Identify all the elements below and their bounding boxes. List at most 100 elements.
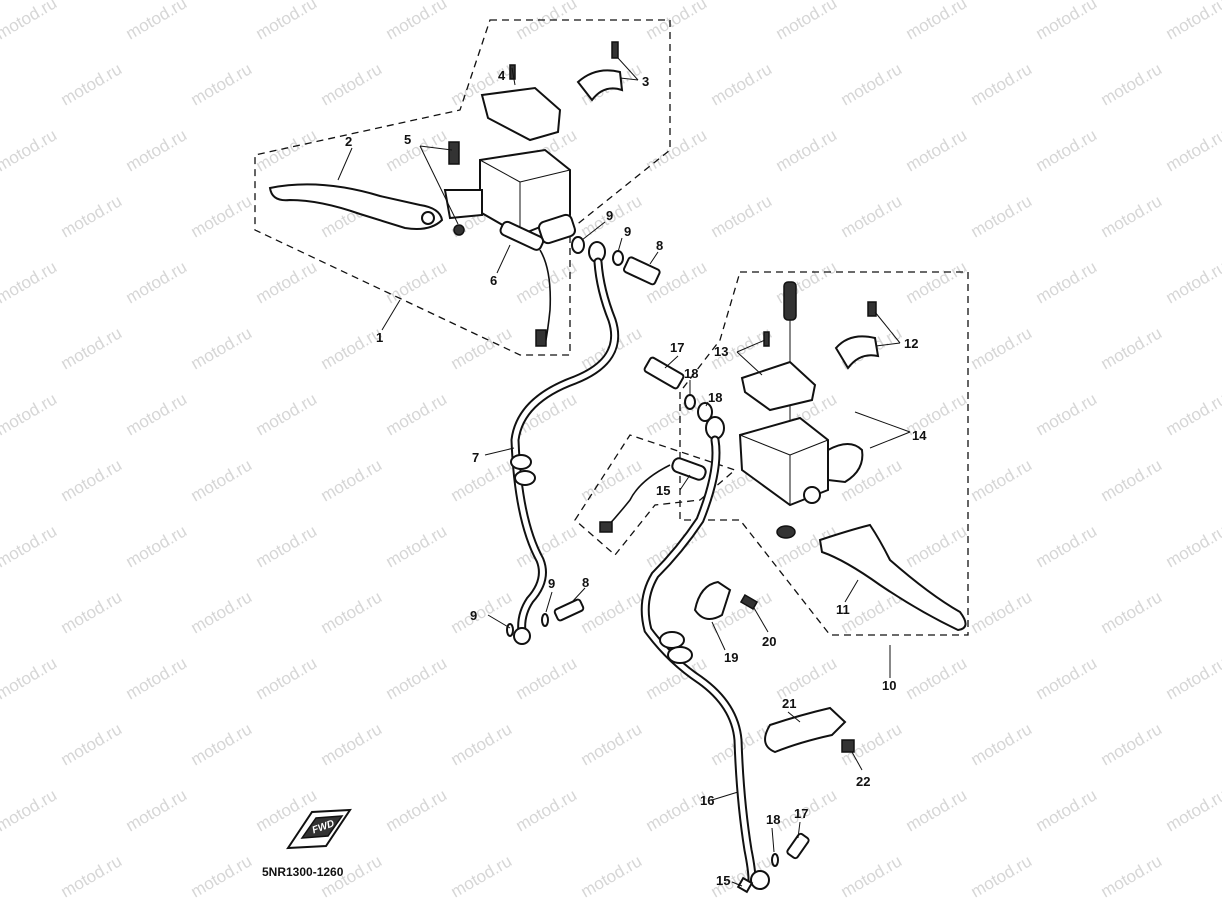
pivot-bolt-right bbox=[783, 281, 797, 321]
watermark-text: motod.ru bbox=[1098, 59, 1166, 109]
watermark-text: motod.ru bbox=[318, 719, 386, 769]
cover-screw-right bbox=[763, 331, 770, 347]
watermark-text: motod.ru bbox=[903, 0, 971, 43]
callout-c2: 2 bbox=[345, 134, 352, 149]
pivot-bolt-left bbox=[448, 141, 460, 165]
pivot-nut-left bbox=[453, 224, 465, 236]
watermark-text: motod.ru bbox=[1033, 653, 1101, 703]
watermark-text: motod.ru bbox=[188, 455, 256, 505]
washer-18-upper-a bbox=[684, 394, 696, 410]
watermark-text: motod.ru bbox=[903, 653, 971, 703]
watermark-text: motod.ru bbox=[188, 59, 256, 109]
watermark-text: motod.ru bbox=[383, 0, 451, 43]
watermark-text: motod.ru bbox=[383, 521, 451, 571]
watermark-text: motod.ru bbox=[1163, 0, 1222, 43]
brake-switch-right bbox=[671, 457, 707, 481]
watermark-text: motod.ru bbox=[903, 125, 971, 175]
watermark-text: motod.ru bbox=[968, 851, 1036, 901]
clamp-left bbox=[576, 69, 624, 102]
screw-20 bbox=[739, 594, 759, 610]
watermark-text: motod.ru bbox=[1033, 125, 1101, 175]
watermark-text: motod.ru bbox=[448, 851, 516, 901]
watermark-text: motod.ru bbox=[123, 257, 191, 307]
callout-c18c: 18 bbox=[766, 812, 780, 827]
lever-right bbox=[818, 523, 967, 632]
watermark-text: motod.ru bbox=[968, 719, 1036, 769]
watermark-text: motod.ru bbox=[383, 257, 451, 307]
watermark-text: motod.ru bbox=[773, 0, 841, 43]
callout-c15a: 15 bbox=[656, 483, 670, 498]
watermark-text: motod.ru bbox=[773, 125, 841, 175]
assembly-10-boundary bbox=[679, 271, 969, 636]
watermark-text: motod.ru bbox=[838, 851, 906, 901]
washer-9-upper-a bbox=[571, 236, 585, 254]
watermark-text: motod.ru bbox=[318, 455, 386, 505]
callout-c1: 1 bbox=[376, 330, 383, 345]
watermark-text: motod.ru bbox=[1033, 257, 1101, 307]
hose-guide-21 bbox=[764, 706, 847, 754]
watermark-text: motod.ru bbox=[0, 389, 60, 439]
diagram-code: 5NR1300-1260 bbox=[262, 865, 344, 879]
watermark-text: motod.ru bbox=[1098, 587, 1166, 637]
callout-c18a: 18 bbox=[684, 366, 698, 381]
watermark-text: motod.ru bbox=[1033, 521, 1101, 571]
master-cylinder-left bbox=[268, 41, 624, 347]
watermark-text: motod.ru bbox=[0, 257, 60, 307]
washer-15-lower bbox=[736, 876, 754, 894]
watermark-text: motod.ru bbox=[1163, 389, 1222, 439]
callout-c11: 11 bbox=[836, 602, 850, 617]
brake-switch-left bbox=[499, 220, 545, 251]
watermark-text: motod.ru bbox=[513, 785, 581, 835]
hose-grommet-c bbox=[659, 631, 685, 649]
watermark-text: motod.ru bbox=[58, 191, 126, 241]
master-cylinder-body-right bbox=[738, 416, 829, 507]
watermark-text: motod.ru bbox=[903, 521, 971, 571]
watermark-text: motod.ru bbox=[0, 653, 60, 703]
watermark-text: motod.ru bbox=[1163, 521, 1222, 571]
reservoir-cover-right bbox=[740, 360, 817, 412]
callout-c8b: 8 bbox=[582, 575, 589, 590]
leader-lines bbox=[337, 57, 911, 887]
banjo-fitting-lower bbox=[513, 627, 531, 645]
watermark-text: motod.ru bbox=[58, 323, 126, 373]
forward-direction-badge: FWD bbox=[286, 808, 352, 850]
brake-hose-7 bbox=[510, 257, 620, 637]
watermark-text: motod.ru bbox=[123, 785, 191, 835]
watermark-text: motod.ru bbox=[578, 455, 646, 505]
watermark-text: motod.ru bbox=[188, 851, 256, 901]
washer-18-upper-b bbox=[697, 402, 713, 422]
watermark-text: motod.ru bbox=[513, 653, 581, 703]
watermark-text: motod.ru bbox=[318, 59, 386, 109]
switch-connector-left bbox=[535, 329, 547, 347]
union-bolt-8-lower bbox=[553, 598, 585, 622]
watermark-text: motod.ru bbox=[58, 587, 126, 637]
watermark-text: motod.ru bbox=[318, 587, 386, 637]
callout-c14: 14 bbox=[912, 428, 927, 443]
watermark-text: motod.ru bbox=[383, 653, 451, 703]
callout-c10: 10 bbox=[882, 678, 896, 693]
callout-labels: 1234567889999101112131415151617171818181… bbox=[345, 68, 927, 888]
union-bolt-8-upper bbox=[623, 256, 661, 286]
watermark-text: motod.ru bbox=[448, 587, 516, 637]
watermark-text: motod.ru bbox=[968, 191, 1036, 241]
pivot-nut-right bbox=[776, 525, 796, 539]
watermark-text: motod.ru bbox=[1098, 851, 1166, 901]
callout-c18b: 18 bbox=[708, 390, 722, 405]
callout-c9b: 9 bbox=[624, 224, 631, 239]
lever-left bbox=[268, 183, 444, 230]
watermark-text: motod.ru bbox=[1163, 785, 1222, 835]
watermark-text: motod.ru bbox=[578, 719, 646, 769]
watermark-text: motod.ru bbox=[253, 125, 321, 175]
watermark-text: motod.ru bbox=[708, 59, 776, 109]
watermark-text: motod.ru bbox=[643, 125, 711, 175]
callout-c8a: 8 bbox=[656, 238, 663, 253]
watermark-text: motod.ru bbox=[383, 785, 451, 835]
watermark-text: motod.ru bbox=[1163, 257, 1222, 307]
callout-c17a: 17 bbox=[670, 340, 684, 355]
watermark-text: motod.ru bbox=[968, 587, 1036, 637]
watermark-text: motod.ru bbox=[448, 719, 516, 769]
callout-c15b: 15 bbox=[716, 873, 730, 888]
watermark-text: motod.ru bbox=[123, 0, 191, 43]
callout-c19: 19 bbox=[724, 650, 738, 665]
